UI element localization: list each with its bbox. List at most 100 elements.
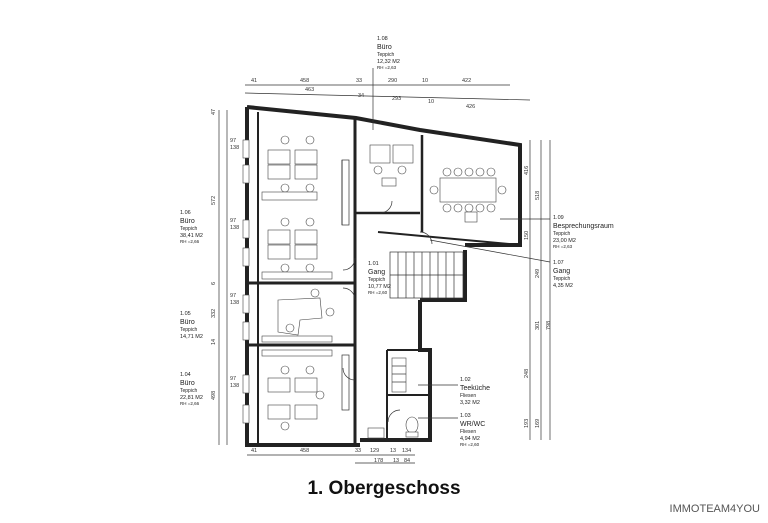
room-floor: Fliesen: [460, 393, 476, 399]
svg-text:293: 293: [392, 96, 401, 102]
window-tag: 97: [230, 138, 236, 144]
doors: [342, 200, 433, 423]
leader-lines: [372, 68, 551, 419]
room-name: Büro: [180, 218, 195, 225]
svg-text:463: 463: [305, 87, 314, 93]
room-floor: Teppich: [553, 231, 570, 237]
room-id: 1.03: [460, 413, 471, 419]
svg-text:34: 34: [358, 93, 364, 99]
dim-top-4: 290: [388, 78, 397, 84]
dim-right-4: 248: [524, 369, 530, 378]
dim-bottom-row2-2: 13: [393, 458, 399, 464]
svg-text:41: 41: [251, 78, 257, 84]
dim-top-2: 458: [300, 78, 309, 84]
dim-left-6: 498: [211, 391, 217, 400]
svg-text:798: 798: [546, 321, 552, 330]
dim-bottom-row2-1: 178: [374, 458, 383, 464]
svg-text:249: 249: [535, 269, 541, 278]
room-label-1-06: 1.06 Büro Teppich 38,41 M2 RH =2,66: [180, 210, 203, 244]
svg-text:13: 13: [393, 458, 399, 464]
dim-left-2: 572: [211, 196, 217, 205]
svg-text:33: 33: [356, 78, 362, 84]
dim-bottom-1: 41: [251, 448, 257, 454]
room-floor: Teppich: [180, 327, 197, 333]
dim-left-4: 332: [211, 309, 217, 318]
room-area: 10,77 M2: [368, 284, 391, 290]
svg-text:572: 572: [211, 196, 217, 205]
window-tag: 138: [230, 145, 239, 151]
room-name: Gang: [368, 269, 385, 276]
svg-text:84: 84: [404, 458, 410, 464]
svg-text:47: 47: [211, 109, 217, 115]
dim-left-3: 6: [211, 282, 217, 285]
room-area: 14,71 M2: [180, 334, 203, 340]
svg-text:13: 13: [390, 448, 396, 454]
window-tag: 138: [230, 300, 239, 306]
dim-right-2: 518: [535, 191, 541, 200]
room-height: RH =2,60: [460, 442, 480, 447]
furniture-buero-105: [261, 288, 335, 343]
dim-top-5: 10: [422, 78, 428, 84]
svg-text:138: 138: [230, 300, 239, 306]
window-tag: 138: [230, 383, 239, 389]
dim-top-6: 422: [462, 78, 471, 84]
room-label-1-03: 1.03 WR/WC Fliesen 4,94 M2 RH =2,60: [460, 413, 485, 447]
dim-right-5: 301: [535, 321, 541, 330]
room-id: 1.06: [180, 210, 191, 216]
window-tag: 97: [230, 293, 236, 299]
svg-text:97: 97: [230, 376, 236, 382]
windows-left: [242, 139, 250, 424]
dim-left-5: 14: [211, 339, 217, 345]
furniture-buero-108: [369, 144, 414, 187]
dim-top-row2-4: 10: [428, 99, 434, 105]
room-name: Büro: [180, 380, 195, 387]
furniture-buero-106: [261, 135, 333, 280]
svg-text:422: 422: [462, 78, 471, 84]
svg-text:458: 458: [300, 78, 309, 84]
dim-top-1: 41: [251, 78, 257, 84]
svg-text:138: 138: [230, 225, 239, 231]
room-name: Büro: [180, 319, 195, 326]
furniture-besprechungsraum: [429, 167, 507, 223]
room-label-1-01: 1.01 Gang Teppich 10,77 M2 RH =2,60: [368, 261, 391, 295]
room-id: 1.07: [553, 260, 564, 266]
svg-text:33: 33: [355, 448, 361, 454]
room-id: 1.04: [180, 372, 191, 378]
dim-bottom-4: 129: [370, 448, 379, 454]
room-height: RH =2,66: [180, 239, 200, 244]
svg-text:138: 138: [230, 145, 239, 151]
room-area: 4,94 M2: [460, 436, 480, 442]
room-label-1-05: 1.05 Büro Teppich 14,71 M2: [180, 311, 203, 340]
svg-text:498: 498: [211, 391, 217, 400]
room-id: 1.01: [368, 261, 379, 267]
dim-bottom-2: 458: [300, 448, 309, 454]
room-height: RH =2,66: [180, 401, 200, 406]
interior-walls: [247, 112, 521, 445]
svg-text:10: 10: [422, 78, 428, 84]
room-label-1-08: 1.08 Büro Teppich 12,32 M2 RH =2,63: [377, 36, 400, 70]
svg-text:97: 97: [230, 218, 236, 224]
room-name: WR/WC: [460, 421, 485, 428]
svg-text:169: 169: [535, 419, 541, 428]
svg-text:248: 248: [524, 369, 530, 378]
svg-text:97: 97: [230, 293, 236, 299]
watermark: IMMOTEAM4YOU: [669, 503, 760, 515]
dim-bottom-row2-3: 84: [404, 458, 410, 464]
room-floor: Teppich: [180, 388, 197, 394]
room-id: 1.02: [460, 377, 471, 383]
svg-text:6: 6: [211, 282, 217, 285]
dim-top-row2-3: 293: [392, 96, 401, 102]
svg-text:134: 134: [402, 448, 411, 454]
room-label-1-07: 1.07 Gang Teppich 4,35 M2: [553, 260, 573, 289]
furniture-buero-104: [261, 349, 333, 431]
dim-right-7: 249: [535, 269, 541, 278]
svg-text:426: 426: [466, 104, 475, 110]
dim-right-9: 169: [535, 419, 541, 428]
room-id: 1.08: [377, 36, 388, 42]
svg-text:97: 97: [230, 138, 236, 144]
room-floor: Teppich: [553, 276, 570, 282]
svg-text:150: 150: [524, 231, 530, 240]
svg-text:14: 14: [211, 339, 217, 345]
room-area: 3,32 M2: [460, 400, 480, 406]
